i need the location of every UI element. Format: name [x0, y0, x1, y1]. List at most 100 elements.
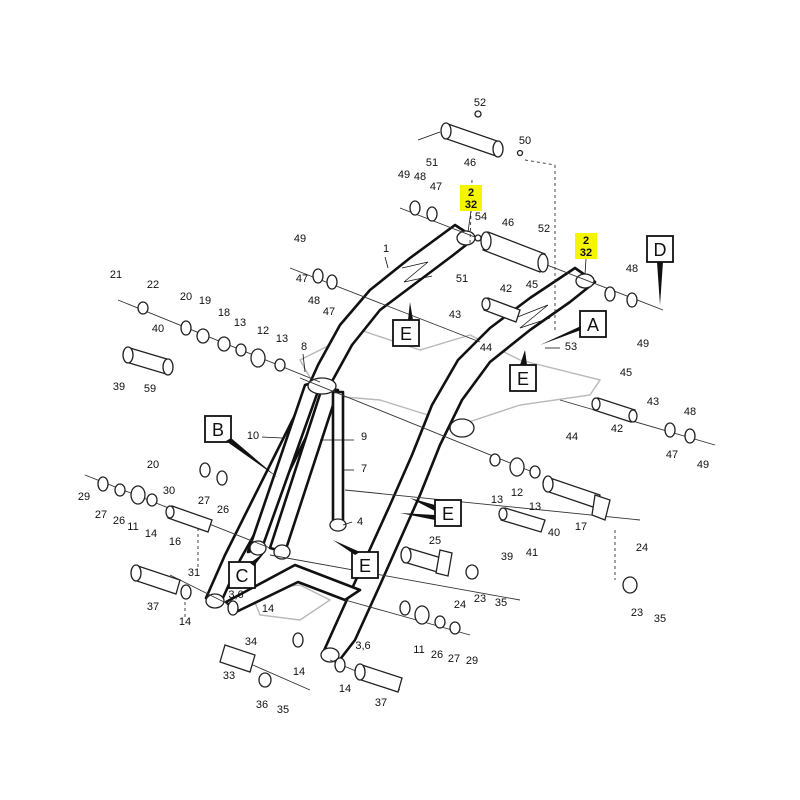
view-label-e-middle: E — [400, 498, 462, 527]
callout: 50 — [519, 135, 531, 147]
view-label-a: A — [540, 310, 607, 345]
view-label-e-lower: E — [333, 540, 379, 579]
svg-text:B: B — [212, 420, 224, 440]
hardware-parts — [97, 110, 696, 693]
callout: 53 — [565, 341, 577, 353]
callout: 27 — [448, 653, 460, 665]
callout: 35 — [654, 613, 666, 625]
callout: 49 — [294, 233, 306, 245]
right-boom-arm — [320, 266, 597, 664]
callouts: 52 51 46 50 49 48 47 54 46 52 1 49 47 48… — [78, 97, 709, 716]
highlight-box — [575, 233, 597, 259]
callout: 13 — [276, 333, 288, 345]
callout: 41 — [526, 547, 538, 559]
callout: 35 — [277, 704, 289, 716]
callout: 12 — [511, 487, 523, 499]
view-label-e-upper-right: E — [509, 350, 537, 392]
callout: 13 — [491, 494, 503, 506]
callout: 30 — [163, 485, 175, 497]
callout: 47 — [666, 449, 678, 461]
callout: 14 — [179, 616, 191, 628]
callout: 52 — [474, 97, 486, 109]
callout: 34 — [245, 636, 257, 648]
callout: 44 — [480, 342, 492, 354]
callout: 1 — [383, 243, 389, 255]
callout: 20 — [180, 291, 192, 303]
callout: 46 — [502, 217, 514, 229]
callout: 43 — [449, 309, 461, 321]
callout: 25 — [429, 535, 441, 547]
callout: 24 — [454, 599, 466, 611]
callout: 47 — [323, 306, 335, 318]
callout: 4 — [357, 516, 363, 528]
highlighted-callout-left: 2 32 — [460, 185, 482, 233]
highlight-box — [460, 185, 482, 211]
callout: 37 — [375, 697, 387, 709]
callout: 7 — [361, 463, 367, 475]
callout: 46 — [464, 157, 476, 169]
callout: 3,6 — [355, 640, 370, 652]
leader-lines — [261, 256, 560, 526]
callout: 23 — [474, 593, 486, 605]
callout: 39 — [501, 551, 513, 563]
callout: 45 — [620, 367, 632, 379]
callout: 26 — [217, 504, 229, 516]
callout: 33 — [223, 670, 235, 682]
highlight-top: 2 — [583, 235, 589, 247]
callout: 42 — [611, 423, 623, 435]
callout: 8 — [301, 341, 307, 353]
view-labels: A B C D E E E — [204, 235, 674, 589]
callout: 29 — [78, 491, 90, 503]
callout: 48 — [626, 263, 638, 275]
callout: 27 — [95, 509, 107, 521]
svg-text:A: A — [587, 315, 599, 335]
view-label-c: C — [228, 552, 265, 589]
view-label-d: D — [646, 235, 674, 305]
svg-text:E: E — [517, 369, 529, 389]
callout: 40 — [152, 323, 164, 335]
callout: 37 — [147, 601, 159, 613]
callout: 3,6 — [228, 589, 243, 601]
callout: 20 — [147, 459, 159, 471]
callout: 44 — [566, 431, 578, 443]
callout: 51 — [456, 273, 468, 285]
callout: 51 — [426, 157, 438, 169]
highlight-top: 2 — [468, 187, 474, 199]
callout: 10 — [247, 430, 259, 442]
callout: 48 — [308, 295, 320, 307]
callout: 16 — [169, 536, 181, 548]
callout: 24 — [636, 542, 648, 554]
callout: 42 — [500, 283, 512, 295]
callout: 14 — [145, 528, 157, 540]
callout: 40 — [548, 527, 560, 539]
callout: 29 — [466, 655, 478, 667]
svg-text:E: E — [400, 324, 412, 344]
callout: 59 — [144, 383, 156, 395]
view-label-b: B — [204, 415, 278, 478]
callout: 14 — [262, 603, 274, 615]
callout: 11 — [127, 521, 138, 533]
callout: 39 — [113, 381, 125, 393]
callout: 48 — [684, 406, 696, 418]
callout: 26 — [431, 649, 443, 661]
callout: 9 — [361, 431, 367, 443]
callout: 26 — [113, 515, 125, 527]
callout: 43 — [647, 396, 659, 408]
callout: 11 — [413, 644, 424, 656]
callout: 13 — [529, 501, 541, 513]
callout: 52 — [538, 223, 550, 235]
callout: 12 — [257, 325, 269, 337]
callout: 22 — [147, 279, 159, 291]
callout: 49 — [398, 169, 410, 181]
svg-text:E: E — [442, 504, 454, 524]
highlight-bottom: 32 — [580, 247, 592, 259]
callout: 14 — [339, 683, 351, 695]
highlighted-callout-right: 2 32 — [575, 233, 597, 275]
callout: 47 — [430, 181, 442, 193]
callout: 18 — [218, 307, 230, 319]
callout: 48 — [414, 171, 426, 183]
callout: 27 — [198, 495, 210, 507]
callout: 31 — [188, 567, 200, 579]
callout: 14 — [293, 666, 305, 678]
